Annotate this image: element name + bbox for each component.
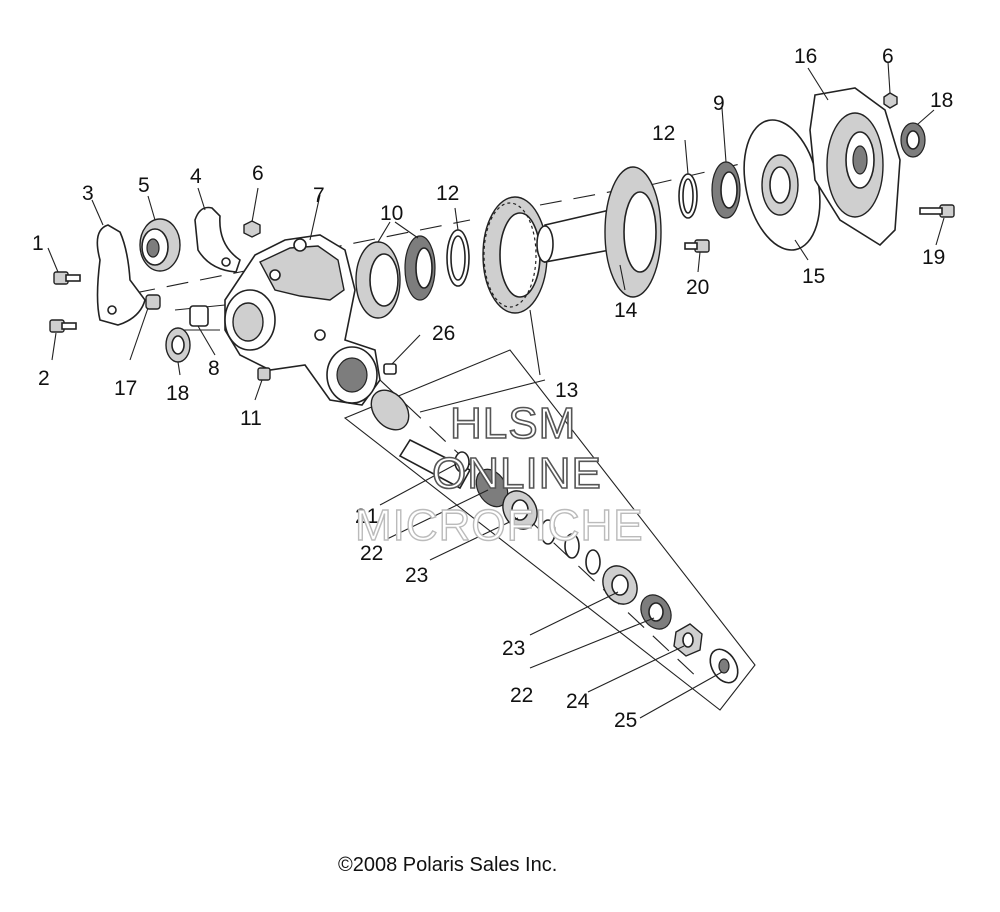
callout-3: 3: [82, 182, 94, 205]
callout-23a: 23: [405, 564, 428, 587]
callout-14: 14: [614, 299, 638, 322]
bearing-23a: [502, 490, 538, 530]
pinion-gear: [475, 468, 509, 508]
callout-5: 5: [138, 174, 150, 197]
callout-labels: 1 2 3 4 5 6 6 7 8 9 10 11 12 12 13 14 15…: [32, 45, 953, 732]
bracket-left: [96, 224, 146, 326]
callout-15: 15: [802, 265, 825, 288]
callout-24: 24: [566, 690, 590, 713]
callout-22a: 22: [360, 542, 383, 565]
callout-21: 21: [355, 505, 378, 528]
tapered-bearing: [404, 235, 436, 301]
gasket: [743, 119, 821, 251]
callout-7: 7: [313, 184, 325, 207]
flange-hub: [536, 166, 662, 298]
bushing: [145, 294, 161, 310]
callout-6b: 6: [882, 45, 894, 68]
shim-right: [678, 173, 698, 219]
watermark-line-1: HLSM: [450, 399, 576, 448]
nut-6-left: [243, 220, 261, 238]
callout-17: 17: [114, 377, 137, 400]
callout-19: 19: [922, 246, 945, 269]
washer-21: [454, 451, 470, 473]
pinion-shaft: [370, 389, 472, 490]
callout-10: 10: [380, 202, 403, 225]
callout-25: 25: [614, 709, 637, 732]
callout-18a: 18: [166, 382, 189, 405]
nut-6-right: [883, 92, 898, 109]
copyright-text: ©2008 Polaris Sales Inc.: [338, 854, 557, 876]
bolt-2: [49, 319, 77, 333]
bearing-cap: [139, 218, 181, 272]
washer-25: [709, 648, 739, 684]
callout-23b: 23: [502, 637, 525, 660]
bolt-19: [919, 204, 955, 218]
callout-20: 20: [686, 276, 709, 299]
pin: [189, 305, 209, 327]
callout-4: 4: [190, 165, 202, 188]
callout-1: 1: [32, 232, 44, 255]
bolt-20: [684, 239, 710, 253]
gear-case-housing: [224, 234, 381, 406]
callout-13: 13: [555, 379, 578, 402]
callout-22b: 22: [510, 684, 533, 707]
callout-2: 2: [38, 367, 50, 390]
nut-24: [673, 623, 703, 657]
callout-11: 11: [240, 407, 262, 430]
callout-6a: 6: [252, 162, 264, 185]
case-cover: [809, 87, 901, 247]
watermark: HLSM ONLINE MICROFICHE: [354, 398, 644, 551]
bearing-22b: [640, 594, 672, 630]
shim-left: [446, 229, 470, 287]
callout-16: 16: [794, 45, 817, 68]
bolt-26: [383, 363, 397, 375]
seal-left: [165, 327, 191, 363]
seal-right: [900, 122, 926, 158]
watermark-line-2: ONLINE: [432, 449, 602, 498]
spacer-rings: [540, 519, 601, 575]
ring-gear: [482, 196, 548, 314]
bearing-right: [711, 161, 741, 219]
watermark-line-3: MICROFICHE: [355, 501, 644, 550]
callout-12a: 12: [436, 182, 459, 205]
callout-8: 8: [208, 357, 220, 380]
bolt-1: [53, 271, 81, 285]
bracket-right: [194, 206, 241, 273]
pinion-assembly-frame: [343, 349, 756, 711]
callout-26: 26: [432, 322, 455, 345]
callout-18b: 18: [930, 89, 953, 112]
bearing-23b: [602, 565, 638, 605]
callout-9: 9: [713, 92, 725, 115]
bearing-race: [355, 241, 401, 319]
bolt-11: [257, 367, 271, 381]
callout-12b: 12: [652, 122, 675, 145]
leader-lines: [47, 61, 945, 719]
